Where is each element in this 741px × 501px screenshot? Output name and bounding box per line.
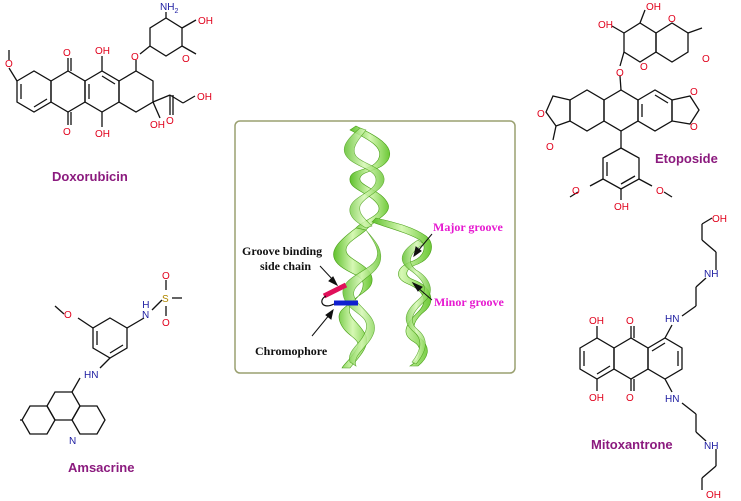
ams-o3: O [64, 310, 72, 321]
eto-o8: O [546, 142, 554, 153]
dox-o3: O [5, 59, 13, 70]
amsacrine-label: Amsacrine [68, 460, 134, 475]
eto-oh3: OH [614, 202, 629, 213]
dox-oh3: OH [198, 16, 213, 27]
eto-o5: O [690, 87, 698, 98]
dox-o2: O [63, 127, 71, 138]
doxorubicin-structure: O O OH OH O O O OH NH2 OH O OH Doxorubic… [5, 2, 213, 184]
dox-oh5: OH [197, 92, 212, 103]
eto-o10: O [656, 186, 664, 197]
dox-oh1: OH [95, 46, 110, 57]
mit-o1: O [626, 316, 634, 327]
chromophore-label: Chromophore [255, 344, 328, 358]
dox-oh2: OH [95, 129, 110, 140]
mitoxantrone-structure: O O OH OH HN HN NH NH OH OH Mitoxantrone [579, 214, 727, 501]
eto-o4: O [616, 68, 624, 79]
groove-binding-side-chain-mark [322, 282, 348, 299]
ams-hn: HN [84, 370, 98, 381]
mitoxantrone-label: Mitoxantrone [591, 437, 673, 452]
mit-o2: O [626, 393, 634, 404]
mit-nh2: NH [704, 441, 718, 452]
mit-oh2: OH [589, 393, 604, 404]
eto-o6: O [690, 122, 698, 133]
etoposide-structure: OH OH O O O O O O O O O O OH Etoposide [537, 2, 718, 213]
eto-oh2: OH [598, 20, 613, 31]
eto-oh1: OH [646, 2, 661, 13]
eto-o3: O [640, 62, 648, 73]
mit-hn1: HN [665, 314, 679, 325]
dna-right-helix [371, 217, 432, 367]
dna-panel-frame [234, 120, 516, 374]
groove-binding-label-line2: side chain [260, 259, 311, 273]
etoposide-label: Etoposide [655, 151, 718, 166]
dox-oh4: OH [150, 120, 165, 131]
ams-s: S [162, 294, 169, 305]
dox-o6: O [166, 116, 174, 127]
ams-n: N [69, 436, 76, 447]
dox-o4: O [131, 52, 139, 63]
dna-panel: Major groove Minor groove Groove binding… [234, 120, 516, 374]
annotation-arrows [311, 233, 433, 337]
dox-nh2: NH2 [160, 2, 178, 15]
mit-oh1: OH [589, 316, 604, 327]
dox-o1: O [63, 48, 71, 59]
major-groove-label: Major groove [433, 220, 504, 234]
ams-o1: O [162, 271, 170, 282]
doxorubicin-label: Doxorubicin [52, 169, 128, 184]
ams-nh: NH [142, 300, 149, 321]
ams-o2: O [162, 318, 170, 329]
eto-o7: O [537, 109, 545, 120]
groove-binding-label-line1: Groove binding [242, 244, 322, 258]
amsacrine-structure: NH S O O O HN N Amsacrine [20, 271, 182, 475]
mit-oh4: OH [706, 490, 721, 501]
mit-hn2: HN [665, 394, 679, 405]
mit-oh3: OH [712, 214, 727, 225]
dna-left-helix [333, 227, 382, 369]
mit-nh1: NH [704, 269, 718, 280]
linker-loop [321, 295, 335, 307]
minor-groove-label: Minor groove [434, 295, 505, 309]
eto-o9: O [572, 186, 580, 197]
eto-o1: O [668, 14, 676, 25]
eto-o2: O [702, 54, 710, 65]
dox-o5: O [182, 54, 190, 65]
